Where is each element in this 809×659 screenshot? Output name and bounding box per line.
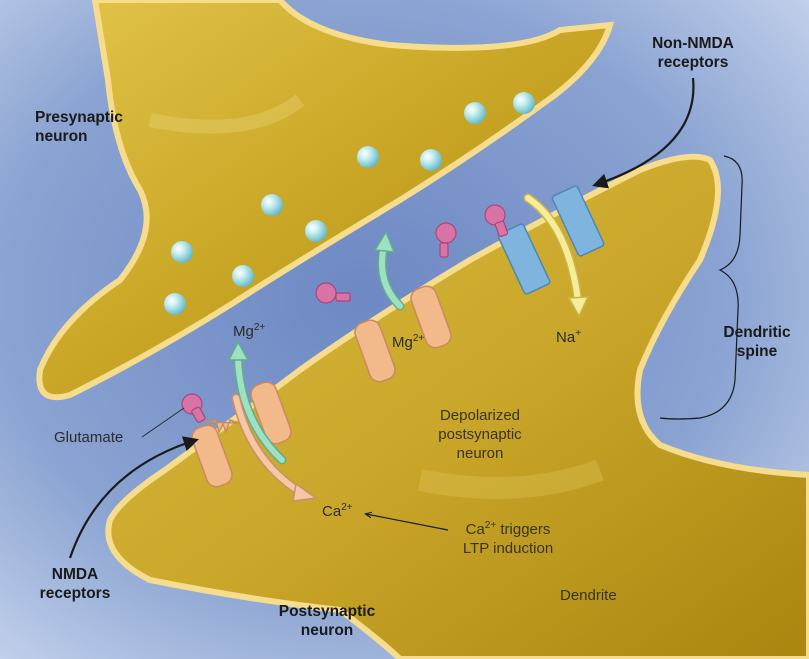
non-nmda-receptor <box>551 185 605 257</box>
non-nmda-receptors <box>497 185 605 295</box>
ca-arrowhead <box>292 482 319 502</box>
nmda-receptor <box>410 285 452 349</box>
glutamate-label: Glutamate <box>54 429 124 446</box>
membrane-highlight <box>417 459 604 499</box>
non-nmda-receptor <box>497 223 551 295</box>
na-ion-label: Na+ <box>556 328 582 346</box>
vesicle <box>420 149 442 171</box>
non-nmda-pointer <box>592 77 695 189</box>
nmda-receptor <box>354 319 396 383</box>
vesicle <box>357 146 379 168</box>
mg-ion-label-mid: Mg2+ <box>392 333 425 351</box>
postsynaptic-neuron-shape <box>105 153 809 659</box>
dendrite-label: Dendrite <box>560 587 617 604</box>
glutamate-pointer <box>141 407 185 438</box>
nmda-receptor <box>191 424 233 488</box>
vesicle <box>513 92 535 114</box>
mg-arrowhead-mid <box>373 230 396 253</box>
membrane-highlight <box>148 94 305 134</box>
ca-triggers-label: Ca2+ triggers LTP induction <box>462 520 554 557</box>
glutamate-molecule <box>435 222 457 258</box>
mg-arrowhead-left <box>227 340 250 361</box>
glutamate-molecules <box>181 204 509 423</box>
na-arrowhead <box>567 296 590 318</box>
vesicle <box>261 194 283 216</box>
vesicle <box>171 241 193 263</box>
nmda-receptor <box>250 381 292 445</box>
vesicle <box>464 102 486 124</box>
vesicle <box>305 220 327 242</box>
dendritic-spine-bracket <box>659 155 743 420</box>
mg-ion-label-left: Mg2+ <box>233 322 266 340</box>
glutamate-molecule <box>181 393 206 423</box>
glutamate-molecule <box>315 282 351 304</box>
vesicle <box>164 293 186 315</box>
glutamate-molecule <box>484 204 509 237</box>
nmda-receptors <box>191 285 452 488</box>
ca-ion-label: Ca2+ <box>322 502 353 520</box>
nmda-receptor-notch <box>205 419 239 435</box>
vesicle <box>232 265 254 287</box>
nmda-pointer <box>68 436 199 559</box>
synaptic-vesicles <box>164 92 535 315</box>
ca-triggers-pointer <box>366 514 449 531</box>
